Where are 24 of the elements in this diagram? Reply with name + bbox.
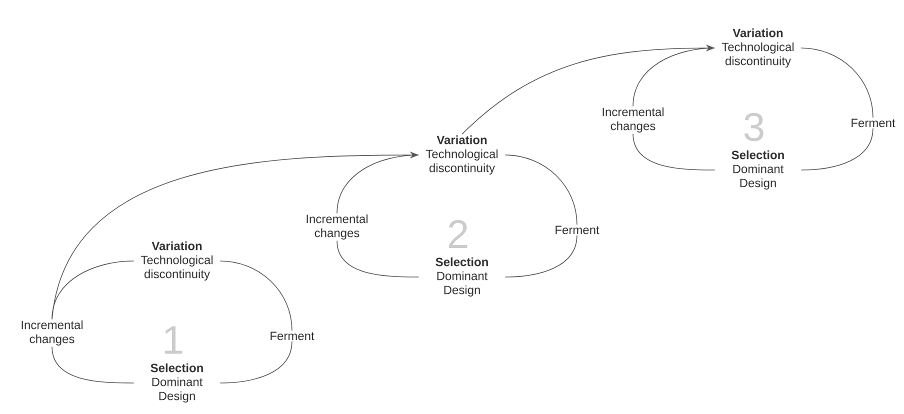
cycle-arc xyxy=(504,154,578,225)
cycle-arc xyxy=(220,260,292,331)
cycle-arc xyxy=(504,234,578,278)
cycle-arc xyxy=(632,48,716,107)
stage-label: Variation Technological discontinuity xyxy=(426,135,498,175)
stage-label: Ferment xyxy=(852,118,896,128)
stage-label: Selection Dominant Design xyxy=(436,257,488,297)
stage-label: Selection Dominant Design xyxy=(150,363,203,403)
cycle-arc xyxy=(632,133,716,170)
stage-label: Incremental changes xyxy=(306,214,368,240)
stage-label: Selection Dominant Design xyxy=(732,150,784,190)
cycle-arc xyxy=(336,154,420,214)
stage-label: Variation Technological discontinuity xyxy=(722,28,794,68)
cycle-arc xyxy=(800,48,874,118)
cycle-arc xyxy=(336,240,420,278)
cycle-arc xyxy=(52,346,134,384)
cycle-arc xyxy=(52,260,134,320)
stage-label: Variation Technological discontinuity xyxy=(140,241,213,281)
stage-label: Incremental changes xyxy=(22,320,83,346)
cycle-arc xyxy=(800,128,874,170)
cycle-arc xyxy=(220,340,292,384)
stage-label: Ferment xyxy=(270,332,314,340)
stage-label: Incremental changes xyxy=(602,107,664,133)
stage-label: Ferment xyxy=(556,226,600,234)
